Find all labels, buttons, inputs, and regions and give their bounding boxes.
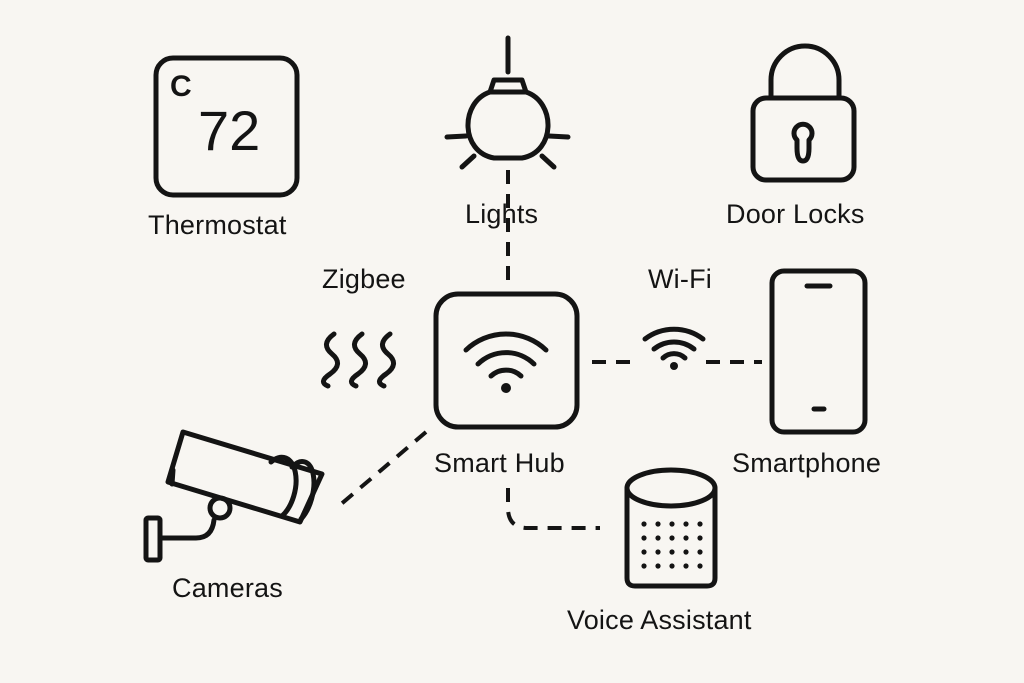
smartphone-label: Smartphone xyxy=(732,448,882,478)
connection-hub-voice-assistant xyxy=(506,488,600,530)
thermostat-icon xyxy=(153,55,300,198)
voice-assistant-label: Voice Assistant xyxy=(567,605,752,635)
connection-hub-cameras xyxy=(338,430,428,507)
smart-speaker-icon xyxy=(624,467,718,589)
wifi-label: Wi-Fi xyxy=(648,264,712,294)
wifi-hub-icon xyxy=(433,291,580,430)
cameras-label: Cameras xyxy=(172,573,283,603)
zigbee-label: Zigbee xyxy=(322,264,406,294)
thermostat-label: Thermostat xyxy=(148,210,287,240)
zigbee-waves-icon xyxy=(321,331,396,389)
lights-label: Lights xyxy=(465,199,539,229)
security-camera-icon xyxy=(143,429,325,563)
door-locks-label: Door Locks xyxy=(726,199,865,229)
smartphone-icon xyxy=(769,268,868,435)
thermostat-reading: 72 xyxy=(198,99,260,162)
padlock-icon xyxy=(750,43,857,183)
light-bulb-icon xyxy=(444,35,571,170)
thermostat-unit: C xyxy=(170,70,192,103)
smart-hub-label: Smart Hub xyxy=(434,448,565,478)
wifi-signal-icon xyxy=(642,326,706,370)
speaker-grille xyxy=(641,521,703,569)
